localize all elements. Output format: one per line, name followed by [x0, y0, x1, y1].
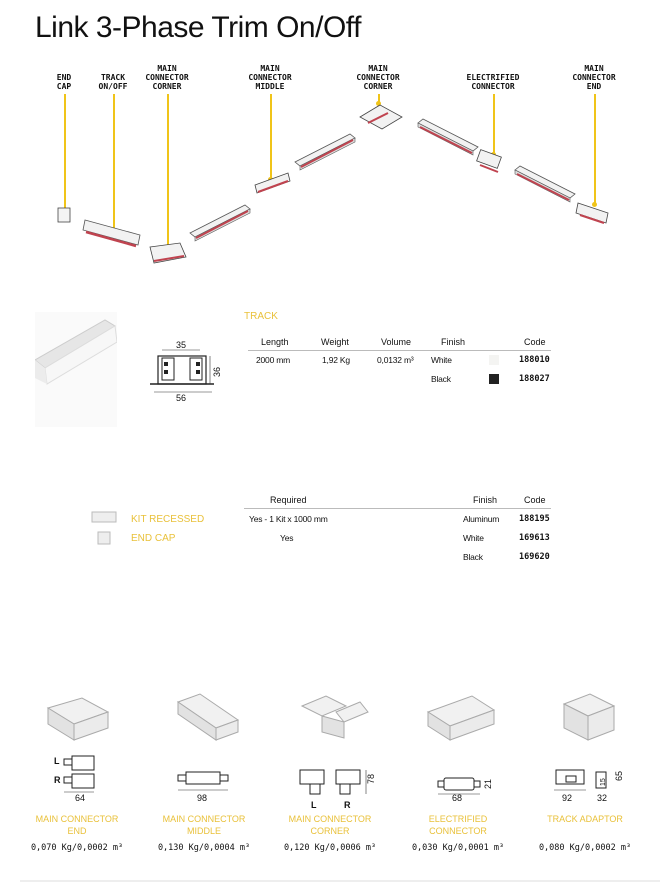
col-code-kit: Code: [524, 495, 546, 505]
finish-black: Black: [431, 374, 451, 384]
drawing-main-connector-end: [63, 755, 95, 793]
acc-weight-4: 0,080 Kg/0,0002 m³: [538, 843, 632, 853]
acc-weight-0: 0,070 Kg/0,0002 m³: [30, 843, 124, 853]
drawing-main-connector-middle: [177, 771, 229, 791]
mark-r-corner: R: [344, 800, 351, 810]
track-heading: TRACK: [244, 311, 278, 322]
mark-r: R: [54, 775, 61, 785]
dim-adaptor-width: 32: [597, 793, 608, 803]
track-weight: 1,92 Kg: [322, 355, 350, 365]
footer-rule: [20, 880, 660, 882]
leader-line: [378, 94, 380, 104]
end-cap-label: END CAP: [131, 533, 176, 544]
kit-icons: [91, 511, 117, 545]
kit-finish-1: White: [463, 533, 484, 543]
leader-line: [167, 94, 169, 252]
col-finish: Finish: [441, 337, 466, 347]
code-black: 188027: [519, 374, 550, 384]
code-white: 188010: [519, 355, 550, 365]
col-code: Code: [524, 337, 546, 347]
leader-line: [493, 94, 495, 154]
dim-electrified-height: 21: [483, 778, 493, 789]
photo-main-connector-middle: [176, 693, 240, 741]
photo-electrified-connector: [426, 695, 496, 741]
kit-finish-0: Aluminum: [463, 514, 500, 524]
mark-l: L: [54, 756, 60, 766]
track-dim-side: 36: [212, 366, 222, 377]
track-system-illustration: [57, 104, 609, 264]
kit-required-1: Yes: [280, 533, 294, 543]
kit-code-2: 169620: [519, 552, 550, 562]
track-dim-top: 35: [176, 340, 187, 350]
col-length: Length: [261, 337, 289, 347]
col-weight: Weight: [321, 337, 349, 347]
dim-end: 64: [75, 793, 86, 803]
col-volume: Volume: [381, 337, 412, 347]
table-divider: [244, 508, 551, 509]
acc-weight-2: 0,120 Kg/0,0006 m³: [283, 843, 377, 853]
swatch-white: [489, 355, 499, 365]
acc-weight-1: 0,130 Kg/0,0004 m³: [157, 843, 251, 853]
drawing-track-adaptor: [554, 769, 607, 791]
dim-adaptor-height: 65: [614, 770, 624, 781]
leader-line: [113, 94, 115, 234]
leader-dot: [376, 101, 381, 106]
track-dim-bottom: 56: [176, 393, 187, 403]
page-title: Link 3-Phase Trim On/Off: [35, 11, 361, 44]
col-finish-kit: Finish: [473, 495, 498, 505]
kit-code-0: 188195: [519, 514, 550, 524]
photo-main-connector-corner: [300, 695, 369, 739]
acc-label-track-adaptor: TRACK ADAPTOR: [547, 814, 623, 824]
drawing-electrified-connector: [437, 777, 481, 795]
swatch-black: [489, 374, 499, 384]
kit-required-0: Yes - 1 Kit x 1000 mm: [249, 514, 328, 524]
leader-line: [594, 94, 596, 204]
photo-track-adaptor: [562, 693, 616, 741]
kit-code-1: 169613: [519, 533, 550, 543]
dim-middle: 98: [197, 793, 208, 803]
leader-line: [270, 94, 272, 179]
track-profile-drawing: [150, 349, 214, 393]
finish-white: White: [431, 355, 452, 365]
photo-main-connector-end: [46, 697, 110, 741]
acc-weight-3: 0,030 Kg/0,0001 m³: [411, 843, 505, 853]
track-volume: 0,0132 m³: [377, 355, 414, 365]
drawing-main-connector-corner: [299, 769, 367, 795]
track-length: 2000 mm: [256, 355, 291, 365]
leader-dot: [592, 202, 597, 207]
kit-finish-2: Black: [463, 552, 483, 562]
track-photo: [35, 312, 117, 427]
leader-line: [64, 94, 66, 210]
dim-adaptor-inner: 15: [600, 778, 607, 786]
dim-adaptor-length: 92: [562, 793, 573, 803]
mark-l-corner: L: [311, 800, 317, 810]
dim-corner: 78: [366, 773, 376, 784]
dim-electrified-length: 68: [452, 793, 463, 803]
kit-recessed-label: KIT RECESSED: [131, 514, 205, 525]
col-required: Required: [270, 495, 307, 505]
table-divider: [248, 350, 551, 351]
